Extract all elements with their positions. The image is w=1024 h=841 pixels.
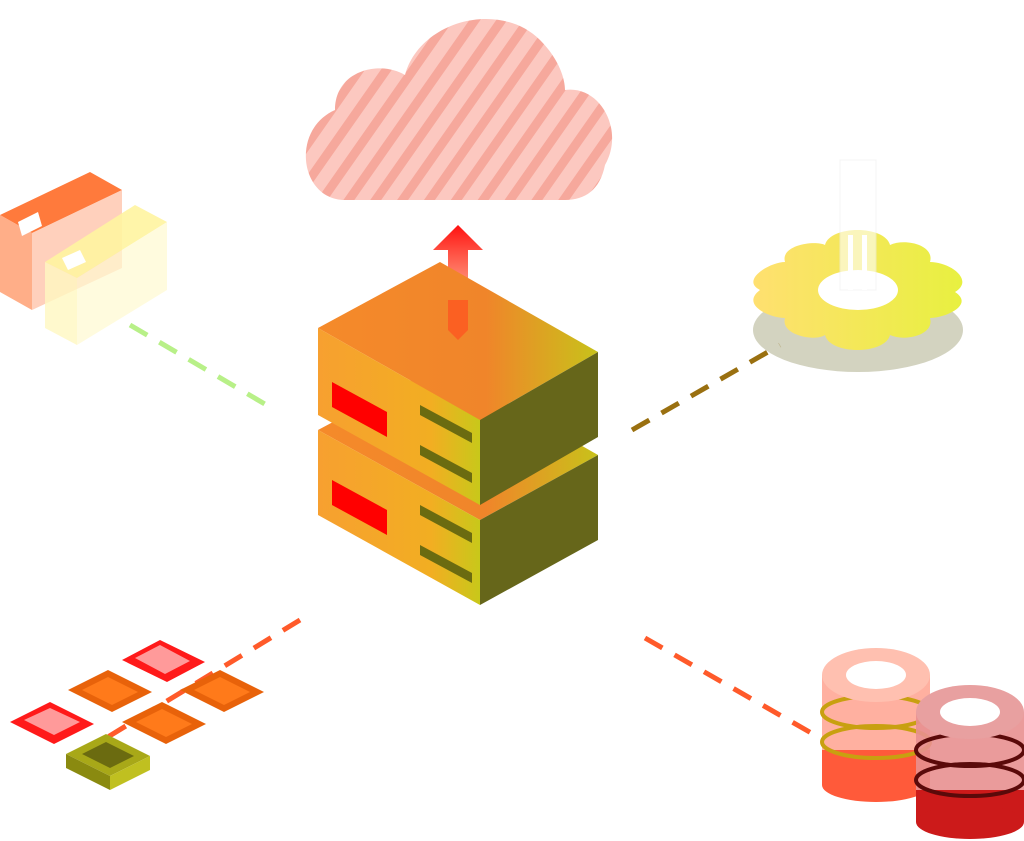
- gear-icon: [753, 159, 963, 372]
- server-icon: [318, 262, 598, 605]
- connector-line: [128, 322, 277, 413]
- database-icon: [820, 648, 1024, 839]
- connector-line: [68, 617, 302, 763]
- connector-line: [643, 635, 822, 741]
- browser-windows-icon: [0, 172, 167, 345]
- chip-grid-icon: [10, 640, 264, 790]
- server-status-light: [332, 480, 387, 535]
- cloud-icon: [305, 18, 613, 200]
- connector-line: [630, 342, 782, 433]
- server-status-light: [332, 382, 387, 437]
